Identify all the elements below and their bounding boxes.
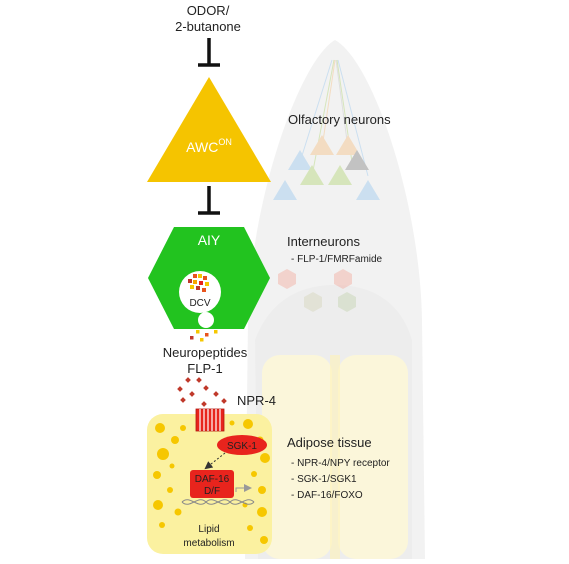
intestine-cell-right: [338, 355, 408, 559]
sgk1-label: SGK-1: [227, 441, 257, 452]
dcv-label: DCV: [189, 298, 210, 309]
release-site: [198, 312, 214, 328]
adipose-cell: SGK-1 DAF-16 D/F Lipid metabolism: [147, 408, 272, 554]
interneurons-item: - FLP-1/FMRFamide: [291, 254, 383, 265]
lipid-label: Lipid: [198, 524, 219, 535]
sgk1-protein: [217, 435, 267, 455]
inhibition-symbol-odor-awc: [198, 38, 220, 67]
adipose-tissue-title: Adipose tissue: [287, 435, 372, 450]
awc-neuron: [147, 77, 271, 182]
neuropeptides-label: Neuropeptides: [163, 345, 248, 360]
inhibition-symbol-awc-aiy: [198, 186, 220, 215]
lipid-metabolism-label: metabolism: [183, 538, 234, 549]
released-peptides: [190, 330, 218, 342]
odorant-name: 2-butanone: [175, 19, 241, 34]
npr4-label: NPR-4: [237, 393, 276, 408]
olfactory-neurons-title: Olfactory neurons: [288, 112, 391, 127]
flp1-peptides: [177, 377, 227, 407]
aiy-label: AIY: [198, 232, 221, 248]
flp1-label: FLP-1: [187, 361, 222, 376]
npr4-receptor: [195, 408, 225, 432]
dna-helix: [181, 499, 255, 505]
daf16-label: DAF-16: [195, 474, 230, 485]
sgk1-to-daf16-arrow: [204, 452, 226, 470]
odor-label: ODOR/: [187, 3, 230, 18]
fat-droplets: [153, 419, 270, 544]
interneurons-title: Interneurons: [287, 234, 360, 249]
intestine-cell-left: [262, 355, 332, 559]
awc-label: AWCON: [186, 137, 232, 155]
adipose-item-sgk1: - SGK-1/SGK1: [291, 474, 357, 485]
adipose-item-npr4: - NPR-4/NPY receptor: [291, 458, 390, 469]
faded-interneurons: [278, 269, 356, 312]
transcription-arrow: [235, 484, 252, 492]
adipose-item-daf16: - DAF-16/FOXO: [291, 490, 363, 501]
daf16-protein: [190, 470, 234, 498]
daf16-subtype-label: D/F: [204, 486, 220, 497]
faded-olfactory-neurons: [273, 59, 380, 200]
dense-core-vesicle: DCV: [179, 271, 221, 313]
worm-silhouette: [245, 40, 425, 559]
